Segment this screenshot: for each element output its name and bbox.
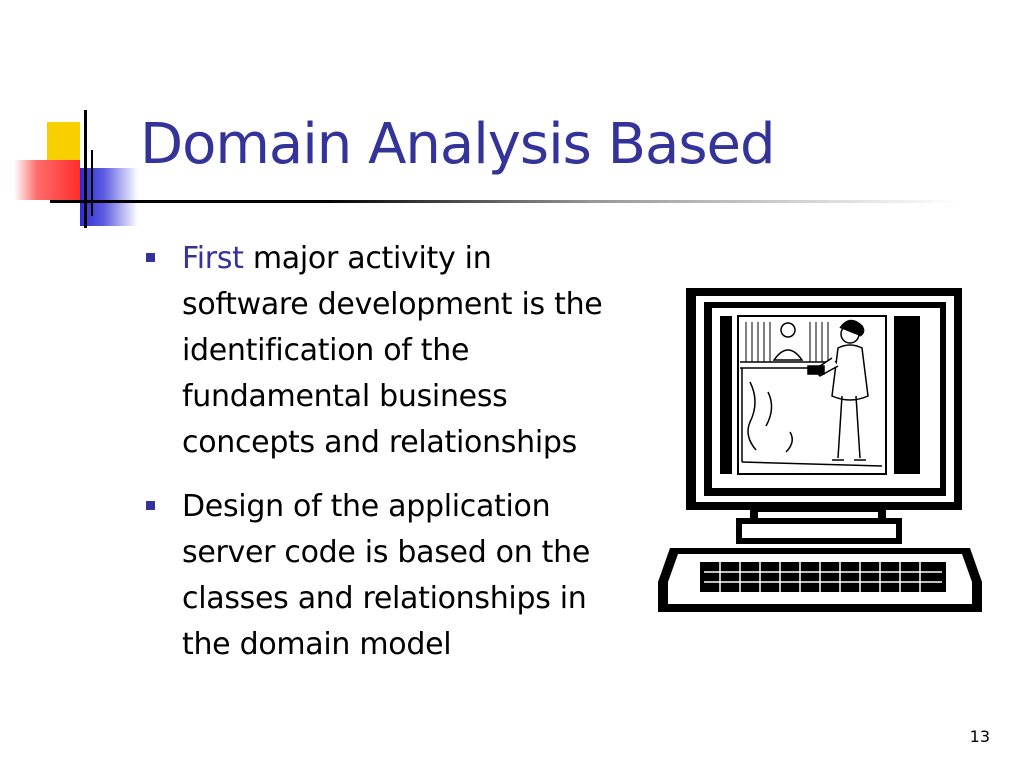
bullet-list: First major activity in software develop… [146, 236, 626, 686]
bullet-square-icon [146, 253, 155, 262]
bullet-item: Design of the application server code is… [146, 484, 626, 668]
title-ornament [0, 0, 140, 240]
page-number: 13 [969, 727, 990, 746]
ornament-vertical-line [84, 110, 87, 228]
title-underline [50, 200, 960, 203]
bullet-item: First major activity in software develop… [146, 236, 626, 466]
bullet-square-icon [146, 501, 155, 510]
bullet-text: Design of the application server code is… [182, 489, 591, 662]
computer-monitor-icon [658, 288, 982, 612]
ornament-red-square [14, 160, 80, 200]
ornament-vertical-line-2 [91, 150, 93, 216]
bullet-text: First major activity in software develop… [182, 236, 626, 466]
bullet-accent-word: First [182, 241, 244, 276]
bullet-body: major activity in software development i… [182, 241, 603, 460]
ornament-blue-square [80, 168, 138, 226]
slide-title: Domain Analysis Based [140, 112, 776, 177]
